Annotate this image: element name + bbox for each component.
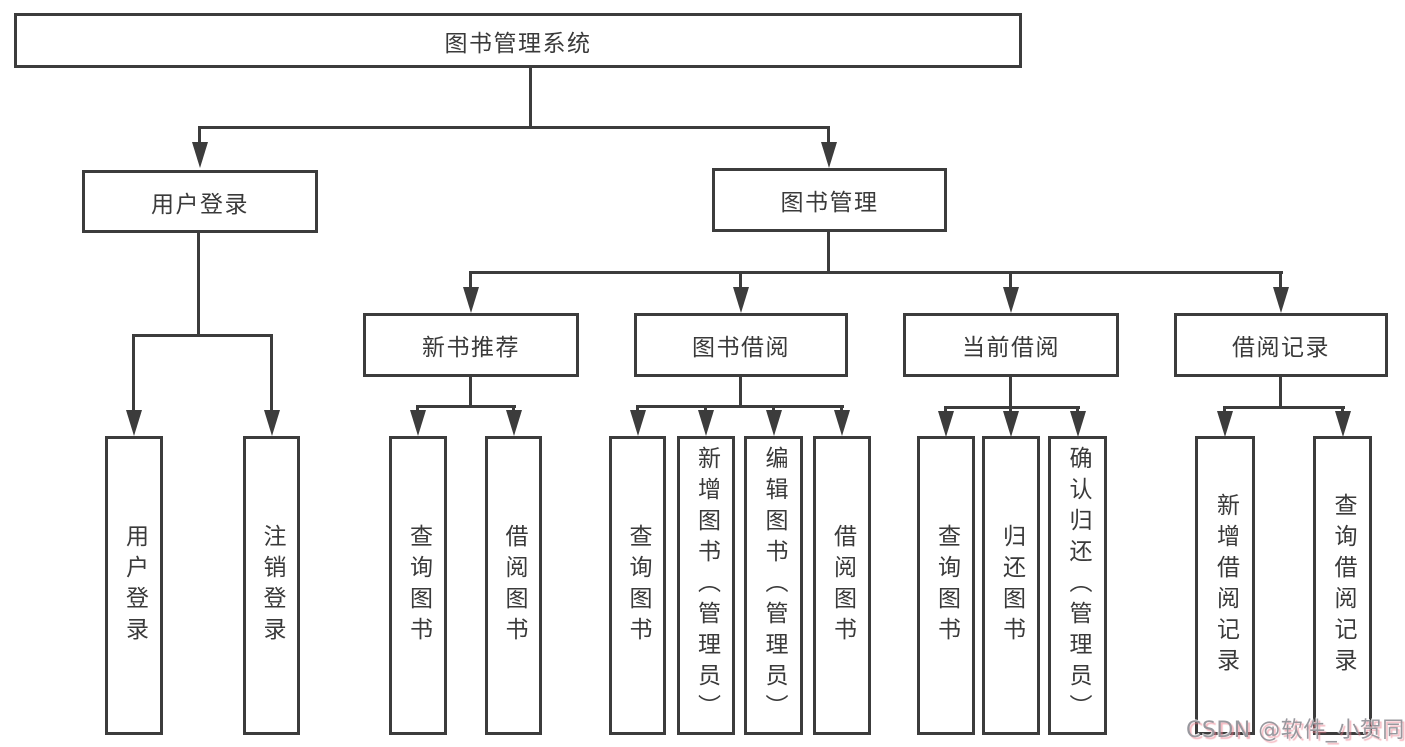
down-arrowhead-icon: [630, 410, 646, 436]
leaf-logout: 注销登录: [243, 436, 300, 735]
down-arrowhead-icon: [766, 410, 782, 436]
node-current-borrowing: 当前借阅: [903, 313, 1119, 377]
down-arrowhead-icon: [264, 410, 280, 436]
down-arrowhead-icon: [834, 410, 850, 436]
down-arrowhead-icon: [698, 410, 714, 436]
connector-line: [1009, 272, 1012, 291]
down-arrowhead-icon: [1217, 411, 1233, 437]
node-new-book-recommend: 新书推荐: [363, 313, 579, 377]
node-user-login: 用户登录: [82, 170, 318, 233]
node-borrowing-records: 借阅记录: [1174, 313, 1388, 377]
leaf-user-login: 用户登录: [105, 436, 163, 735]
down-arrowhead-icon: [733, 287, 749, 313]
node-book-management: 图书管理: [712, 168, 947, 232]
connector-line: [197, 233, 200, 337]
connector-line: [132, 334, 273, 337]
connector-line: [529, 68, 532, 128]
connector-line: [944, 406, 1080, 409]
leaf-confirm-return-admin: 确认归还（管理员）: [1048, 436, 1107, 735]
down-arrowhead-icon: [1003, 287, 1019, 313]
connector-line: [132, 335, 135, 412]
connector-line: [827, 127, 830, 145]
connector-line: [469, 272, 472, 291]
leaf-query-books-recommend: 查询图书: [389, 436, 447, 735]
connector-line: [739, 377, 742, 408]
watermark: CSDN @软件_小贺同学: [1186, 718, 1405, 743]
connector-line: [416, 405, 516, 408]
down-arrowhead-icon: [1335, 411, 1351, 437]
down-arrowhead-icon: [938, 411, 954, 437]
connector-line: [827, 232, 830, 274]
down-arrowhead-icon: [192, 142, 208, 168]
connector-line: [739, 272, 742, 291]
down-arrowhead-icon: [1003, 411, 1019, 437]
node-book-borrowing: 图书借阅: [634, 313, 848, 377]
down-arrowhead-icon: [1070, 411, 1086, 437]
leaf-query-books-borrowing: 查询图书: [609, 436, 666, 735]
down-arrowhead-icon: [126, 410, 142, 436]
connector-line: [636, 405, 844, 408]
down-arrowhead-icon: [506, 410, 522, 436]
leaf-add-borrow-record: 新增借阅记录: [1195, 436, 1255, 735]
leaf-edit-book-admin: 编辑图书（管理员）: [744, 436, 803, 735]
down-arrowhead-icon: [463, 287, 479, 313]
down-arrowhead-icon: [1273, 287, 1289, 313]
connector-line: [198, 126, 830, 129]
leaf-add-book-admin: 新增图书（管理员）: [677, 436, 735, 735]
leaf-query-books-current: 查询图书: [917, 436, 975, 735]
leaf-return-books: 归还图书: [982, 436, 1040, 735]
leaf-query-borrow-record: 查询借阅记录: [1313, 436, 1372, 735]
node-root: 图书管理系统: [14, 13, 1022, 68]
connector-line: [469, 377, 472, 408]
leaf-borrow-books: 借阅图书: [813, 436, 871, 735]
connector-line: [198, 127, 201, 145]
connector-line: [1009, 377, 1012, 409]
connector-line: [270, 335, 273, 412]
connector-line: [1279, 377, 1282, 409]
down-arrowhead-icon: [410, 410, 426, 436]
connector-line: [1223, 406, 1345, 409]
down-arrowhead-icon: [821, 142, 837, 168]
connector-line: [469, 271, 1283, 274]
connector-line: [1279, 272, 1282, 291]
leaf-borrow-books-recommend: 借阅图书: [485, 436, 542, 735]
